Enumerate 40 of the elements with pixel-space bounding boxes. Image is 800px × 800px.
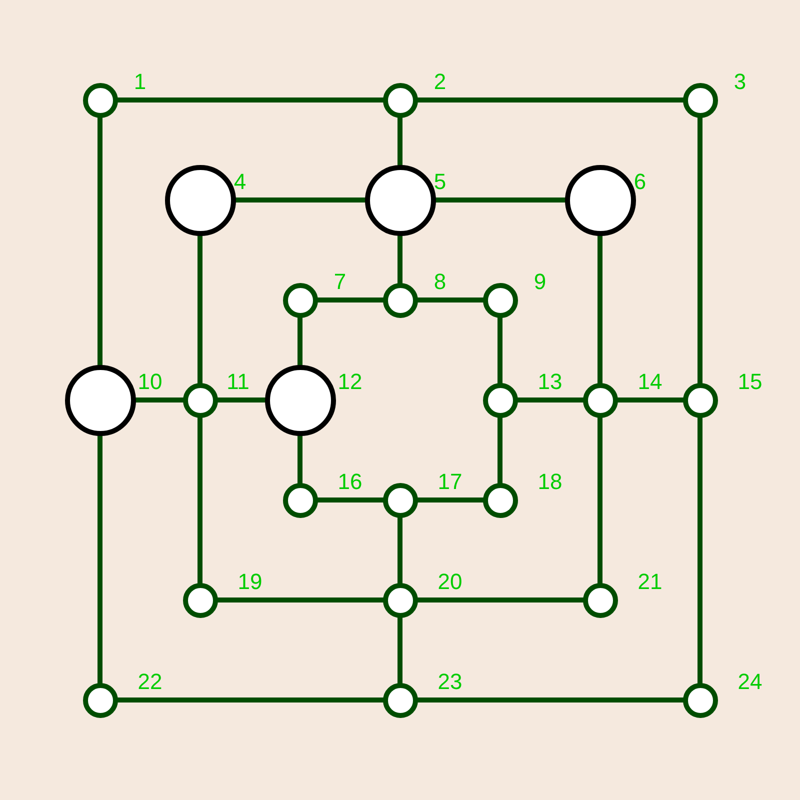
point-number: 23 — [438, 671, 462, 693]
point-number: 7 — [334, 271, 346, 293]
point-number: 1 — [134, 71, 146, 93]
point-number: 22 — [138, 671, 162, 693]
point-number: 9 — [534, 271, 546, 293]
point-number: 3 — [734, 71, 746, 93]
point-number: 12 — [338, 371, 362, 393]
point-number: 24 — [738, 671, 762, 693]
point-number: 11 — [226, 371, 250, 393]
point-number: 4 — [234, 171, 246, 193]
point-number: 14 — [638, 371, 662, 393]
point-number: 16 — [338, 471, 362, 493]
point-number: 18 — [538, 471, 562, 493]
point-number: 10 — [138, 371, 162, 393]
board-line — [598, 233, 602, 385]
board-line — [598, 415, 602, 585]
board-line — [298, 433, 302, 485]
point-number: 13 — [538, 371, 562, 393]
board-line — [198, 233, 202, 385]
point-number: 20 — [438, 571, 462, 593]
point-number: 2 — [434, 71, 446, 93]
point-number: 5 — [434, 171, 446, 193]
board-line — [498, 415, 502, 485]
point-number: 19 — [238, 571, 262, 593]
board-line — [398, 515, 402, 585]
board-line — [398, 115, 402, 167]
point-number: 8 — [434, 271, 446, 293]
point-number: 6 — [634, 171, 646, 193]
board-line — [698, 415, 702, 685]
board-line — [98, 115, 102, 367]
board-line — [398, 615, 402, 685]
board-line — [398, 233, 402, 285]
board-line — [298, 315, 302, 367]
point-number: 17 — [438, 471, 462, 493]
board-line — [698, 115, 702, 385]
point-number: 15 — [738, 371, 762, 393]
point-number: 21 — [638, 571, 662, 593]
board-line — [498, 315, 502, 385]
board-line — [198, 415, 202, 585]
board-line — [98, 433, 102, 685]
